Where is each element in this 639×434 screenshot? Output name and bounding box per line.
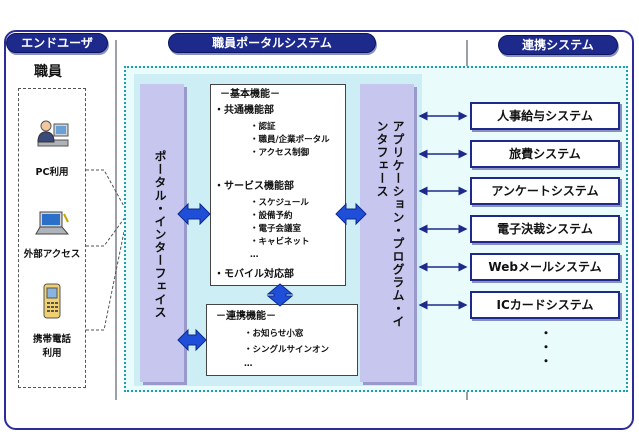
service-item-meeting: ・電子会議室 xyxy=(250,224,302,234)
end-user-box xyxy=(18,88,86,388)
portal-interface-box xyxy=(140,84,184,382)
arrow-right xyxy=(335,202,367,226)
common-functions-title: ・共通機能部 xyxy=(214,105,274,116)
mobile-use-label: 携帯電話 利用 xyxy=(32,334,71,359)
linkage-item-more: … xyxy=(244,359,253,369)
pc-use-label: PC利用 xyxy=(35,167,69,178)
mobile-functions-title: ・モバイル対応部 xyxy=(214,269,294,280)
header-end-user: エンドユーザ xyxy=(6,33,108,53)
system-webmail: Webメールシステム xyxy=(470,253,620,281)
linkage-item-notice: ・お知らせ小窓 xyxy=(244,329,304,339)
common-item-auth: ・認証 xyxy=(250,122,276,132)
linkage-functions-title: －連携機能－ xyxy=(216,311,276,322)
arrow-left-lower xyxy=(177,328,207,352)
system-hr-payroll: 人事給与システム xyxy=(470,102,620,130)
service-item-cabinet: ・キャビネット xyxy=(250,237,310,247)
outer-frame xyxy=(4,30,634,430)
system-ic-card: ICカードシステム xyxy=(470,291,620,319)
pc-user-icon xyxy=(34,118,70,152)
arrow-left-upper xyxy=(177,202,211,226)
api-interface-label: アプリケーション・プログラム・インタフェース xyxy=(375,120,405,328)
arrow-vertical xyxy=(266,283,294,307)
system-survey: アンケートシステム xyxy=(470,177,620,205)
external-access-label: 外部アクセス xyxy=(23,249,81,260)
api-interface-box xyxy=(360,84,414,382)
basic-functions-box xyxy=(210,84,346,286)
service-item-more: … xyxy=(250,250,259,260)
header-portal-system: 職員ポータルシステム xyxy=(168,33,376,53)
mobile-phone-icon xyxy=(40,282,64,322)
system-travel-expense: 旅費システム xyxy=(470,140,620,168)
divider-left xyxy=(115,40,117,400)
system-e-approval: 電子決裁システム xyxy=(470,215,620,243)
linkage-item-sso: ・シングルサインオン xyxy=(244,345,330,355)
systems-more: ・ ・ ・ xyxy=(540,326,553,368)
service-item-schedule: ・スケジュール xyxy=(250,198,309,208)
end-user-title: 職員 xyxy=(34,64,62,80)
header-linked-systems: 連携システム xyxy=(498,35,618,55)
common-item-access: ・アクセス制御 xyxy=(250,148,310,158)
portal-interface-label: ポータル・インターフェイス xyxy=(153,150,167,319)
common-item-portal: ・職員/企業ポータル xyxy=(250,135,330,145)
basic-functions-title: －基本機能－ xyxy=(220,89,280,100)
linkage-functions-box xyxy=(206,304,358,376)
service-item-facility: ・設備予約 xyxy=(250,211,293,221)
laptop-icon xyxy=(34,210,70,240)
service-functions-title: ・サービス機能部 xyxy=(214,181,294,192)
